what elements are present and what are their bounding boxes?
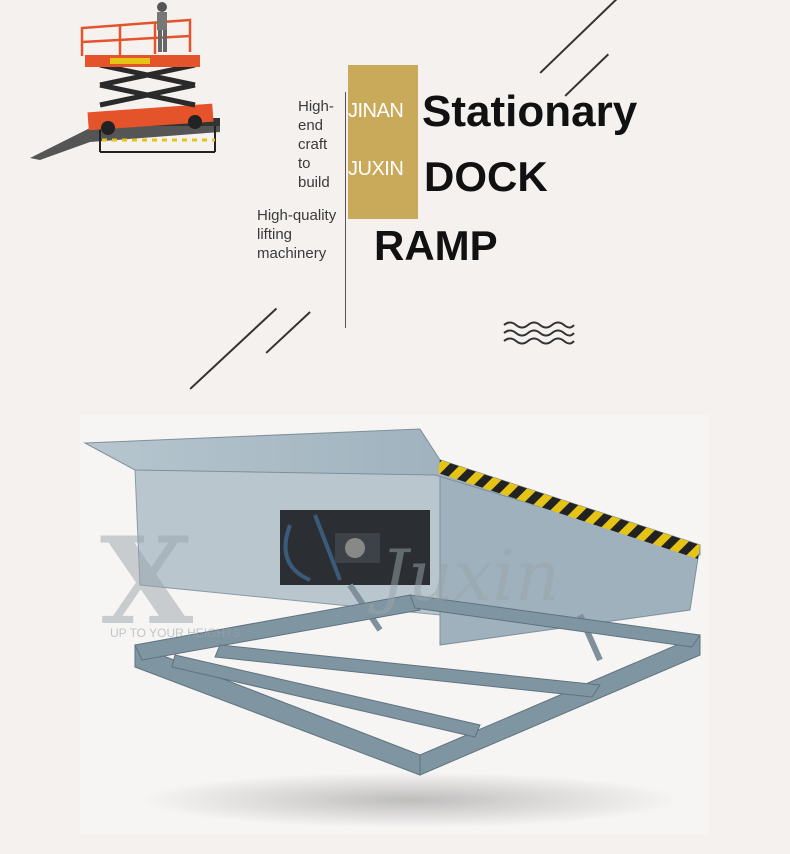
title-line-dock: DOCK — [424, 153, 548, 200]
brand-name-juxin: JUXIN — [348, 158, 404, 180]
wave-icon — [503, 321, 575, 345]
divider-line — [345, 92, 346, 328]
brand-gold-block — [348, 65, 418, 219]
decorative-line — [265, 311, 311, 354]
title-line-ramp: RAMP — [374, 222, 498, 269]
tagline-craft: High-end craft to build — [298, 98, 334, 191]
title-line-stationary: Stationary — [422, 87, 638, 136]
brand-name-jinan: JINAN — [348, 100, 404, 122]
dock-ramp-image: X Juxin UP TO YOUR HEIGHTS — [80, 415, 710, 835]
svg-text:X: X — [100, 511, 193, 652]
tagline-machinery: High-quality lifting machinery — [257, 207, 337, 262]
watermark-text: UP TO YOUR HEIGHTS — [110, 626, 240, 640]
decorative-line — [189, 307, 277, 390]
scissor-lift-image — [30, 2, 220, 160]
watermark-logo: Juxin — [368, 535, 560, 617]
decorative-line — [539, 0, 622, 74]
